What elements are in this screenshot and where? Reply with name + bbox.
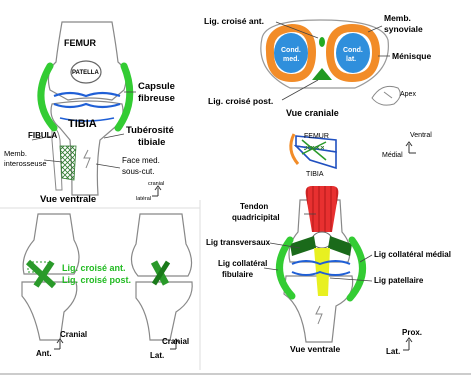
caption-ventral: Vue ventrale bbox=[40, 194, 96, 205]
label-fibula: FIBULA bbox=[28, 131, 58, 140]
caption-tendon: Vue ventrale bbox=[290, 344, 341, 354]
axis-cranial-front: Cranial bbox=[162, 337, 189, 346]
label-mini-tibia: TIBIA bbox=[306, 171, 324, 178]
label-synovial-2: synoviale bbox=[384, 24, 423, 34]
label-patellar: Lig patellaire bbox=[374, 276, 424, 285]
label-meniscus: Ménisque bbox=[392, 51, 431, 61]
label-membrane-1: Memb. bbox=[4, 149, 27, 158]
axis-ant: Ant. bbox=[36, 349, 52, 358]
label-cruciate-post: Lig. croisé post. bbox=[62, 275, 131, 285]
label-lig-post: Lig. croisé post. bbox=[208, 96, 273, 106]
label-capsule-1: Capsule bbox=[138, 81, 175, 92]
label-cond-lat-1: Cond. bbox=[343, 47, 363, 54]
label-patella: PATELLA bbox=[72, 70, 99, 76]
axis-prox: Prox. bbox=[402, 328, 422, 337]
front-femur bbox=[131, 214, 191, 276]
label-apex: Apex bbox=[400, 91, 416, 98]
panel-cranial-view: Lig. croisé ant. Memb. synoviale Ménisqu… bbox=[204, 13, 432, 178]
label-coll-fib-1: Lig collatéral bbox=[218, 259, 267, 268]
label-cond-lat-2: lat. bbox=[346, 56, 356, 63]
label-femur: FEMUR bbox=[64, 38, 96, 48]
axis-medial: Médial bbox=[382, 152, 403, 159]
label-coll-med: Lig collatéral médial bbox=[374, 250, 451, 259]
label-face-1: Face med. bbox=[122, 156, 160, 165]
label-cond-med-1: Cond. bbox=[281, 47, 301, 54]
orientation-arrow bbox=[152, 186, 161, 196]
panel-cruciate-views: Lig. croisé ant. Lig. croisé post. Crani… bbox=[22, 214, 192, 360]
panel-ventral-view: FEMUR PATELLA TIBIA FIBULA Capsule fibre… bbox=[4, 22, 175, 205]
apex-sketch bbox=[372, 86, 400, 105]
label-tuberosity-1: Tubérosité bbox=[126, 125, 174, 136]
front-tibia bbox=[136, 282, 192, 340]
label-synovial-1: Memb. bbox=[384, 13, 411, 23]
axis-cranial: cranial bbox=[148, 181, 164, 187]
interosseous-membrane bbox=[60, 146, 76, 180]
axis-lateral: latéral bbox=[136, 196, 151, 202]
panel-tendon-view: Tendon quadricipital Lig transversaux Li… bbox=[206, 186, 451, 356]
label-tuberosity-2: tibiale bbox=[138, 137, 165, 148]
label-mini-femur: FEMUR bbox=[304, 133, 329, 140]
label-transv: Lig transversaux bbox=[206, 238, 271, 247]
orientation-arrow-cranial bbox=[406, 142, 416, 153]
label-tendon-1: Tendon bbox=[240, 202, 268, 211]
axis-lat: Lat. bbox=[150, 351, 164, 360]
orientation-arrow-tendon bbox=[403, 338, 412, 350]
label-face-2: sous-cut. bbox=[122, 167, 154, 176]
anterior-cruciate-insertion bbox=[319, 37, 325, 47]
label-coll-fib-2: fibulaire bbox=[222, 270, 254, 279]
label-tendon-2: quadricipital bbox=[232, 213, 280, 222]
label-cond-med-2: med. bbox=[283, 56, 299, 63]
axis-lat-tendon: Lat. bbox=[386, 347, 400, 356]
caption-cranial: Vue craniale bbox=[286, 108, 339, 118]
axis-ventral: Ventral bbox=[410, 132, 432, 139]
label-tibia: TIBIA bbox=[68, 118, 97, 130]
label-cruciate-ant: Lig. croisé ant. bbox=[62, 263, 126, 273]
label-capsule-2: fibreuse bbox=[138, 93, 175, 104]
label-membrane-2: interosseuse bbox=[4, 159, 47, 168]
axis-cranial-side: Cranial bbox=[60, 330, 87, 339]
label-lig-ant: Lig. croisé ant. bbox=[204, 16, 264, 26]
